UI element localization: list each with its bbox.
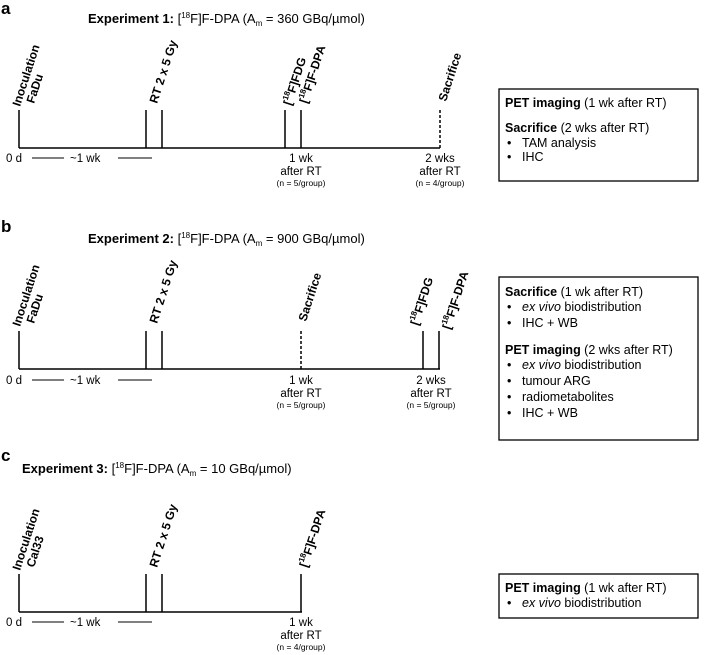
box-bullet: • bbox=[507, 358, 511, 372]
box-section-head: PET imaging (2 wks after RT) bbox=[505, 343, 673, 357]
t2-label: 2 wks bbox=[425, 153, 455, 165]
box-item: ex vivo biodistribution bbox=[522, 358, 642, 372]
t1-label: 1 wk bbox=[289, 617, 313, 629]
box-item: ex vivo biodistribution bbox=[522, 596, 642, 610]
interval-label: ~1 wk bbox=[70, 617, 101, 629]
box-bullet: • bbox=[507, 374, 511, 388]
box-item: radiometabolites bbox=[522, 390, 614, 404]
box-bullet: • bbox=[507, 406, 511, 420]
event-label-fdg: [18F]FDG bbox=[407, 275, 437, 327]
panel-a: a Experiment 1: [18F]F-DPA (Am = 360 GBq… bbox=[1, 0, 699, 188]
panel-letter-a: a bbox=[1, 0, 11, 18]
box-item: IHC + WB bbox=[522, 316, 578, 330]
t2-label: 2 wks bbox=[416, 375, 446, 387]
panel-letter-c: c bbox=[1, 446, 10, 465]
box-section-head: Sacrifice (2 wks after RT) bbox=[505, 121, 649, 135]
timeline-start-label: 0 d bbox=[6, 375, 22, 387]
t1-n-label: (n = 5/group) bbox=[277, 178, 326, 188]
event-label-sacrifice: Sacrifice bbox=[436, 51, 465, 103]
timeline-start-label: 0 d bbox=[6, 617, 22, 629]
box-bullet: • bbox=[507, 300, 511, 314]
event-label-rt: RT 2 x 5 Gy bbox=[147, 258, 181, 325]
t1-label: 1 wk bbox=[289, 153, 313, 165]
box-item: TAM analysis bbox=[522, 136, 596, 150]
box-bullet: • bbox=[507, 316, 511, 330]
t1-sub-label: after RT bbox=[280, 630, 321, 642]
box-section-head: PET imaging (1 wk after RT) bbox=[505, 581, 667, 595]
t1-n-label: (n = 5/group) bbox=[277, 400, 326, 410]
t1-n-label: (n = 4/group) bbox=[277, 642, 326, 652]
event-label-rt: RT 2 x 5 Gy bbox=[147, 502, 181, 569]
title-bold: Experiment 1: bbox=[88, 11, 174, 26]
event-label-sacrifice: Sacrifice bbox=[296, 271, 325, 323]
t1-label: 1 wk bbox=[289, 375, 313, 387]
box-bullet: • bbox=[507, 150, 511, 164]
t2-sub-label: after RT bbox=[419, 166, 460, 178]
box-bullet: • bbox=[507, 136, 511, 150]
t2-n-label: (n = 5/group) bbox=[407, 400, 456, 410]
box-item: tumour ARG bbox=[522, 374, 591, 388]
event-label-rt: RT 2 x 5 Gy bbox=[147, 38, 181, 105]
box-bullet: • bbox=[507, 596, 511, 610]
t1-sub-label: after RT bbox=[280, 166, 321, 178]
event-label-fdpa: [18F]F-DPA bbox=[296, 507, 329, 569]
event-label-fdpa: [18F]F-DPA bbox=[439, 269, 472, 331]
box-item: ex vivo biodistribution bbox=[522, 300, 642, 314]
box-item: IHC bbox=[522, 150, 544, 164]
panel-c: c Experiment 3: [18F]F-DPA (Am = 10 GBq/… bbox=[1, 446, 699, 652]
panel-a-title: Experiment 1: [18F]F-DPA (Am = 360 GBq/µ… bbox=[88, 11, 365, 28]
box-item: IHC + WB bbox=[522, 406, 578, 420]
panel-b-title: Experiment 2: [18F]F-DPA (Am = 900 GBq/µ… bbox=[88, 231, 365, 248]
t2-n-label: (n = 4/group) bbox=[416, 178, 465, 188]
box-section-head: PET imaging (1 wk after RT) bbox=[505, 96, 667, 110]
timeline-start-label: 0 d bbox=[6, 153, 22, 165]
interval-label: ~1 wk bbox=[70, 375, 101, 387]
box-bullet: • bbox=[507, 390, 511, 404]
panel-letter-b: b bbox=[1, 217, 11, 236]
t1-sub-label: after RT bbox=[280, 388, 321, 400]
panel-b: b Experiment 2: [18F]F-DPA (Am = 900 GBq… bbox=[1, 217, 699, 441]
procedure-box-c bbox=[498, 573, 699, 619]
box-section-head: Sacrifice (1 wk after RT) bbox=[505, 285, 643, 299]
interval-label: ~1 wk bbox=[70, 153, 101, 165]
procedure-box-a bbox=[498, 88, 699, 182]
t2-sub-label: after RT bbox=[410, 388, 451, 400]
panel-c-title: Experiment 3: [18F]F-DPA (Am = 10 GBq/µm… bbox=[22, 461, 292, 478]
procedure-box-b bbox=[498, 276, 699, 441]
